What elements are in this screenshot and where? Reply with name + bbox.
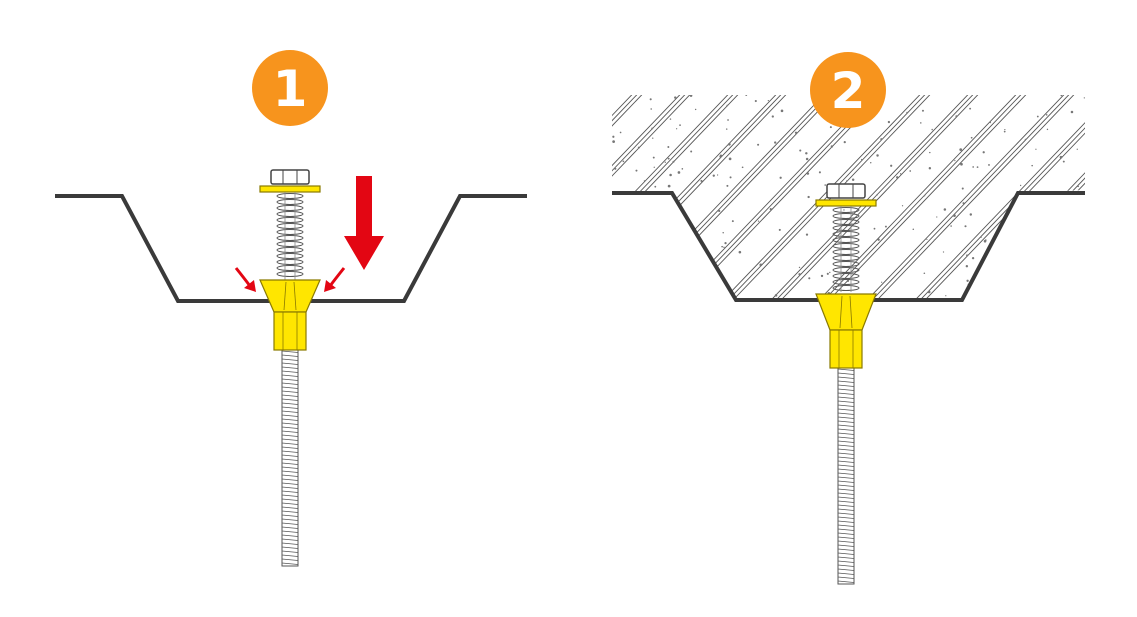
step-1-panel: 1 [55, 50, 527, 567]
step-1-badge: 1 [252, 50, 328, 126]
bolt-assembly-2 [815, 183, 877, 292]
step-2-panel: 2 [612, 52, 1085, 585]
anchor-body-1 [259, 279, 321, 351]
threaded-rod-2 [837, 361, 855, 585]
anchor-body-2 [815, 293, 877, 369]
curved-arrow-icon [324, 267, 346, 292]
step-2-badge: 2 [810, 52, 886, 128]
concrete-slab [612, 95, 1085, 300]
step-2-number: 2 [831, 62, 866, 120]
step-1-circle [252, 50, 328, 126]
step-1-number: 1 [273, 60, 308, 118]
down-arrow-icon [344, 176, 384, 270]
curved-arrow-icon [234, 267, 256, 292]
step-2-circle [810, 52, 886, 128]
threaded-rod-1 [281, 339, 299, 567]
bolt-assembly-1 [259, 169, 321, 280]
